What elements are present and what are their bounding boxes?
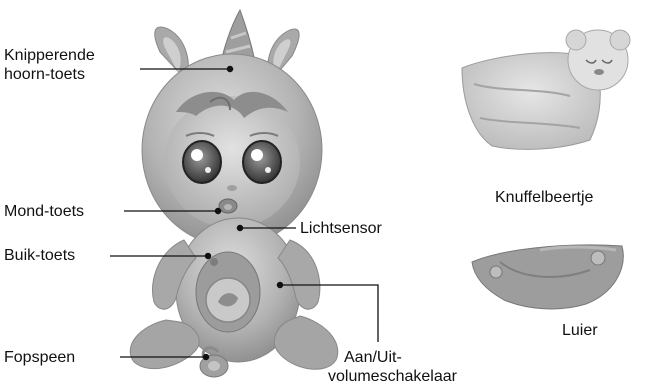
label-horn-line1: Knipperende [4,46,95,65]
label-mouth: Mond-toets [4,202,84,221]
label-pacifier: Fopspeen [4,348,75,367]
label-teddy: Knuffelbeertje [495,188,593,207]
label-belly: Buik-toets [4,246,75,265]
dot-belly [205,253,210,258]
label-switch-line2: volumeschakelaar [328,367,457,386]
label-switch-line1: Aan/Uit- [344,348,457,367]
teddy-blanket [462,30,630,149]
dot-pacifier [203,354,208,359]
label-diaper: Luier [562,321,598,340]
diaper [472,245,623,309]
label-horn: Knipperende hoorn-toets [4,46,95,84]
left-leg [130,320,199,369]
dot-horn [227,66,232,71]
dot-switch [277,282,282,287]
dot-light-sensor [237,225,242,230]
right-eye [243,141,281,183]
left-eye [183,141,221,183]
label-horn-line2: hoorn-toets [4,65,95,84]
label-switch: Aan/Uit- volumeschakelaar [328,348,457,386]
doll [130,10,338,377]
label-light-sensor: Lichtsensor [300,219,382,238]
dot-mouth [215,208,220,213]
